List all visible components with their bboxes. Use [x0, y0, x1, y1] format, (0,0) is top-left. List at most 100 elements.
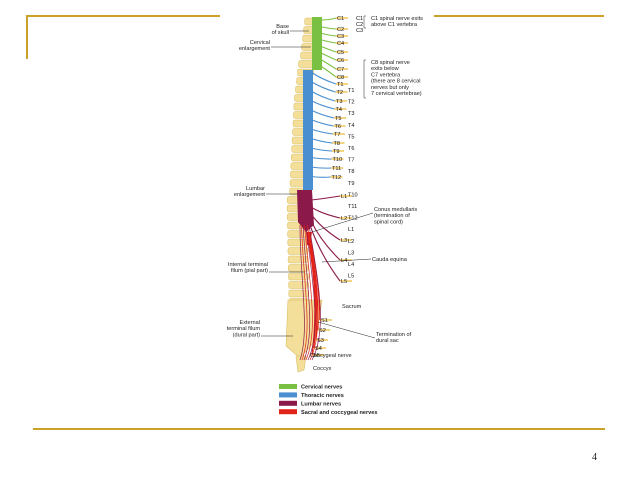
vertebra-label-l4: L4 [348, 262, 354, 268]
nerve-root-c1 [319, 17, 337, 21]
vertebra [287, 230, 308, 238]
vertebra-label-t6: T6 [348, 146, 355, 152]
legend-label-3: Lumbar nerves [301, 401, 341, 407]
annotation-lumbar-enlargement-line-1: Lumbar [246, 186, 265, 192]
annotation-coccyx-line-1: Coccyx [313, 366, 332, 372]
vertebra-label-t8: T8 [348, 169, 355, 175]
annotation-external-filum-line-3: (dural part) [233, 332, 260, 338]
annotation-c8-note-line-5: nerves but only [371, 85, 409, 91]
nerve-root-t8 [310, 137, 333, 144]
annotation-conus-medullaris-line-3: spinal cord) [374, 219, 403, 225]
segment-label-l3: L3 [341, 238, 347, 244]
nerve-root-t9 [310, 147, 333, 152]
bracket-c8 [363, 59, 366, 99]
legend-swatch-4 [279, 409, 297, 415]
nerve-root-t5 [310, 109, 335, 119]
frame-top-right-line [434, 15, 604, 17]
vertebra-label-t4: T4 [348, 123, 355, 129]
segment-label-l4: L4 [341, 258, 347, 264]
annotation-cauda-equina-line-1: Cauda equina [372, 257, 408, 263]
annotation-internal-filum-line-1: Internal terminal [228, 262, 268, 268]
leader-conus [311, 212, 374, 233]
segment-label-c7: C7 [337, 67, 344, 73]
vertebra [288, 272, 309, 281]
cauda-equina-strand [299, 224, 305, 361]
cord-cervical [312, 17, 322, 70]
segment-label-c2: C2 [337, 27, 344, 33]
nerve-root-t1 [310, 71, 337, 85]
annotation-base-of-skull-line-1: Base [276, 24, 289, 30]
segment-label-t8: T8 [334, 141, 341, 147]
cord-thoracic [303, 70, 313, 190]
nerve-root-c6 [319, 52, 337, 61]
segment-label-s3: S3 [317, 338, 324, 344]
nerve-root-t7 [310, 128, 334, 135]
nerve-root-t12 [310, 175, 331, 178]
spinal-nerves [299, 17, 352, 361]
vertebra-label-t3: T3 [348, 111, 355, 117]
annotation-cervical-enlargement-line-1: Cervical [250, 40, 270, 46]
nerve-root-l1 [310, 195, 341, 201]
vertebra-label-t10: T10 [348, 192, 358, 198]
segment-label-c3: C3 [337, 34, 344, 40]
segment-label-s2: S2 [319, 328, 326, 334]
nerve-root-c8 [319, 65, 337, 78]
segment-label-c4: C4 [337, 41, 344, 47]
segment-label-c6: C6 [337, 58, 344, 64]
segment-labels: C1C2C3C1C2C3C4C5C6C7C8T1T2T3T4T5T6T7T8T9… [313, 16, 363, 359]
segment-label-s1: S1 [321, 318, 328, 324]
frame-bottom-line [33, 428, 605, 430]
vertebra-label-t5: T5 [348, 134, 355, 140]
segment-label-t5: T5 [335, 116, 342, 122]
nerve-root-c3 [319, 32, 337, 37]
coccyx-bone [295, 355, 307, 373]
nerve-root-t3 [310, 90, 336, 102]
nerve-root-t11 [310, 166, 332, 169]
annotation-c8-note-line-4: (there are 8 cervical [371, 79, 420, 85]
annotation-c1-note-line-1: C1 spinal nerve exits [371, 16, 423, 22]
nerve-root-c5 [319, 45, 337, 53]
annotation-dural-sac-line-1: Termination of [376, 332, 412, 338]
segment-label-t7: T7 [334, 132, 341, 138]
nerve-root-c7 [319, 58, 337, 70]
nerve-root-t2 [310, 81, 336, 93]
segment-label-t4: T4 [336, 107, 343, 113]
vertebra [288, 264, 309, 272]
vertebra-label-t11: T11 [348, 204, 357, 210]
nerve-root-t10 [310, 156, 332, 160]
annotation-sacrum-line-1: Sacrum [342, 304, 362, 310]
segment-label-c5: C5 [337, 50, 344, 56]
annotation-conus-medullaris-line-1: Conus medullaris [374, 207, 417, 213]
vertebra-label-t2: T2 [348, 100, 355, 106]
segment-label-t6: T6 [335, 124, 342, 130]
legend-swatch-2 [279, 392, 297, 398]
nerve-root-c2 [319, 25, 337, 30]
legend-label-2: Thoracic nerves [301, 393, 344, 399]
nerve-root-c4 [319, 38, 337, 44]
vertebra-label-l5: L5 [348, 274, 354, 280]
legend-swatch-1 [279, 384, 297, 389]
cauda-equina-strand [301, 224, 308, 361]
segment-label-t2: T2 [337, 90, 344, 96]
annotation-cervical-enlargement-line-2: enlargement [239, 46, 271, 52]
leader-cauda [321, 258, 372, 263]
nerve-root-l2 [310, 206, 341, 219]
leader-dural-sac [317, 321, 376, 339]
nerve-root-l5 [310, 227, 341, 282]
annotation-c1-note-line-2: above C1 vertebra [371, 22, 418, 28]
annotation-c8-note-line-1: C8 spinal nerve [371, 60, 410, 66]
nerve-root-t6 [310, 118, 334, 127]
page-number: 4 [592, 452, 597, 463]
segment-label-s5: S5 [313, 353, 320, 359]
vertebra [288, 281, 309, 289]
cauda-equina-strand [305, 224, 316, 361]
annotation-external-filum-line-2: terminal filum [227, 326, 261, 332]
cauda-equina-strand [307, 224, 319, 361]
vertebra-label-l2: L2 [348, 239, 354, 245]
segment-label-l2: L2 [341, 216, 347, 222]
segment-label-t10: T10 [333, 157, 343, 163]
annotation-c8-note-line-6: 7 cervical vertebrae) [371, 91, 422, 97]
segment-label-t3: T3 [336, 99, 343, 105]
